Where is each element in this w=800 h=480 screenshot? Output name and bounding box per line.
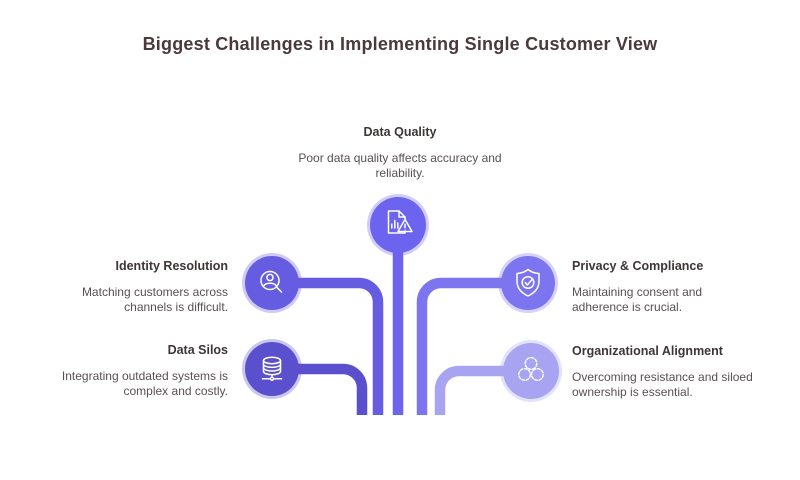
challenge-description-privacy-compliance: Maintaining consent and adherence is cru… [572, 284, 703, 315]
branch-data-silos [272, 363, 368, 415]
challenge-description-data-quality: Poor data quality affects accuracy and r… [298, 150, 502, 181]
database-network-icon [261, 356, 283, 382]
node-organizational-alignment [503, 343, 559, 399]
challenge-heading-data-quality: Data Quality [363, 125, 437, 139]
label-block-organizational-alignment: Organizational Alignment Overcoming resi… [572, 344, 784, 401]
label-block-privacy-compliance: Privacy & Compliance Maintaining consent… [572, 259, 742, 316]
challenge-heading-privacy-compliance: Privacy & Compliance [572, 259, 704, 273]
challenge-description-data-silos: Integrating outdated systems is complex … [61, 368, 228, 399]
branch-privacy-compliance [416, 277, 528, 415]
challenge-description-identity-resolution: Matching customers across channels is di… [81, 284, 228, 315]
page-title: Biggest Challenges in Implementing Singl… [142, 34, 658, 54]
gears-icon [518, 357, 544, 382]
challenge-heading-data-silos: Data Silos [167, 343, 228, 357]
label-block-data-quality: Data Quality Poor data quality affects a… [290, 125, 510, 182]
challenge-heading-organizational-alignment: Organizational Alignment [572, 344, 723, 358]
challenge-heading-identity-resolution: Identity Resolution [115, 259, 229, 273]
magnifier-person-icon [260, 270, 283, 293]
shield-check-icon [516, 268, 540, 297]
document-chart-warning-icon [387, 210, 413, 234]
branch-organizational-alignment [434, 365, 531, 415]
label-block-identity-resolution: Identity Resolution Matching customers a… [58, 259, 229, 316]
label-block-data-silos: Data Silos Integrating outdated systems … [48, 343, 228, 400]
branch-identity-resolution [272, 277, 384, 415]
node-data-silos [245, 342, 299, 396]
challenge-description-organizational-alignment: Overcoming resistance and siloed ownersh… [572, 369, 753, 400]
node-privacy-compliance [501, 256, 555, 310]
